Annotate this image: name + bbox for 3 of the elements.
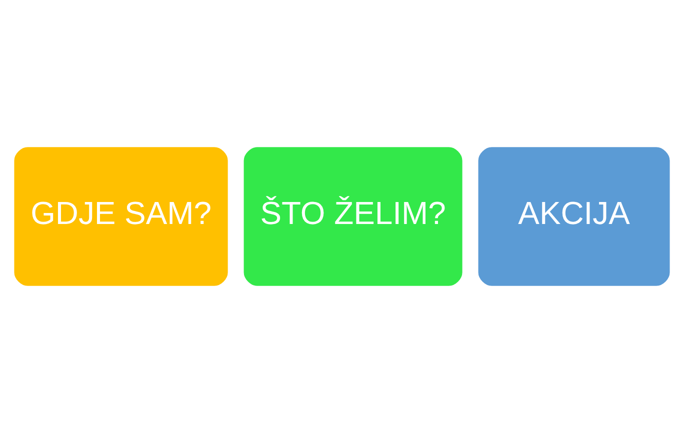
node-box: GDJE SAM? <box>12 144 230 288</box>
node-box: AKCIJA <box>476 144 672 288</box>
node-box: ŠTO ŽELIM? <box>241 144 465 288</box>
